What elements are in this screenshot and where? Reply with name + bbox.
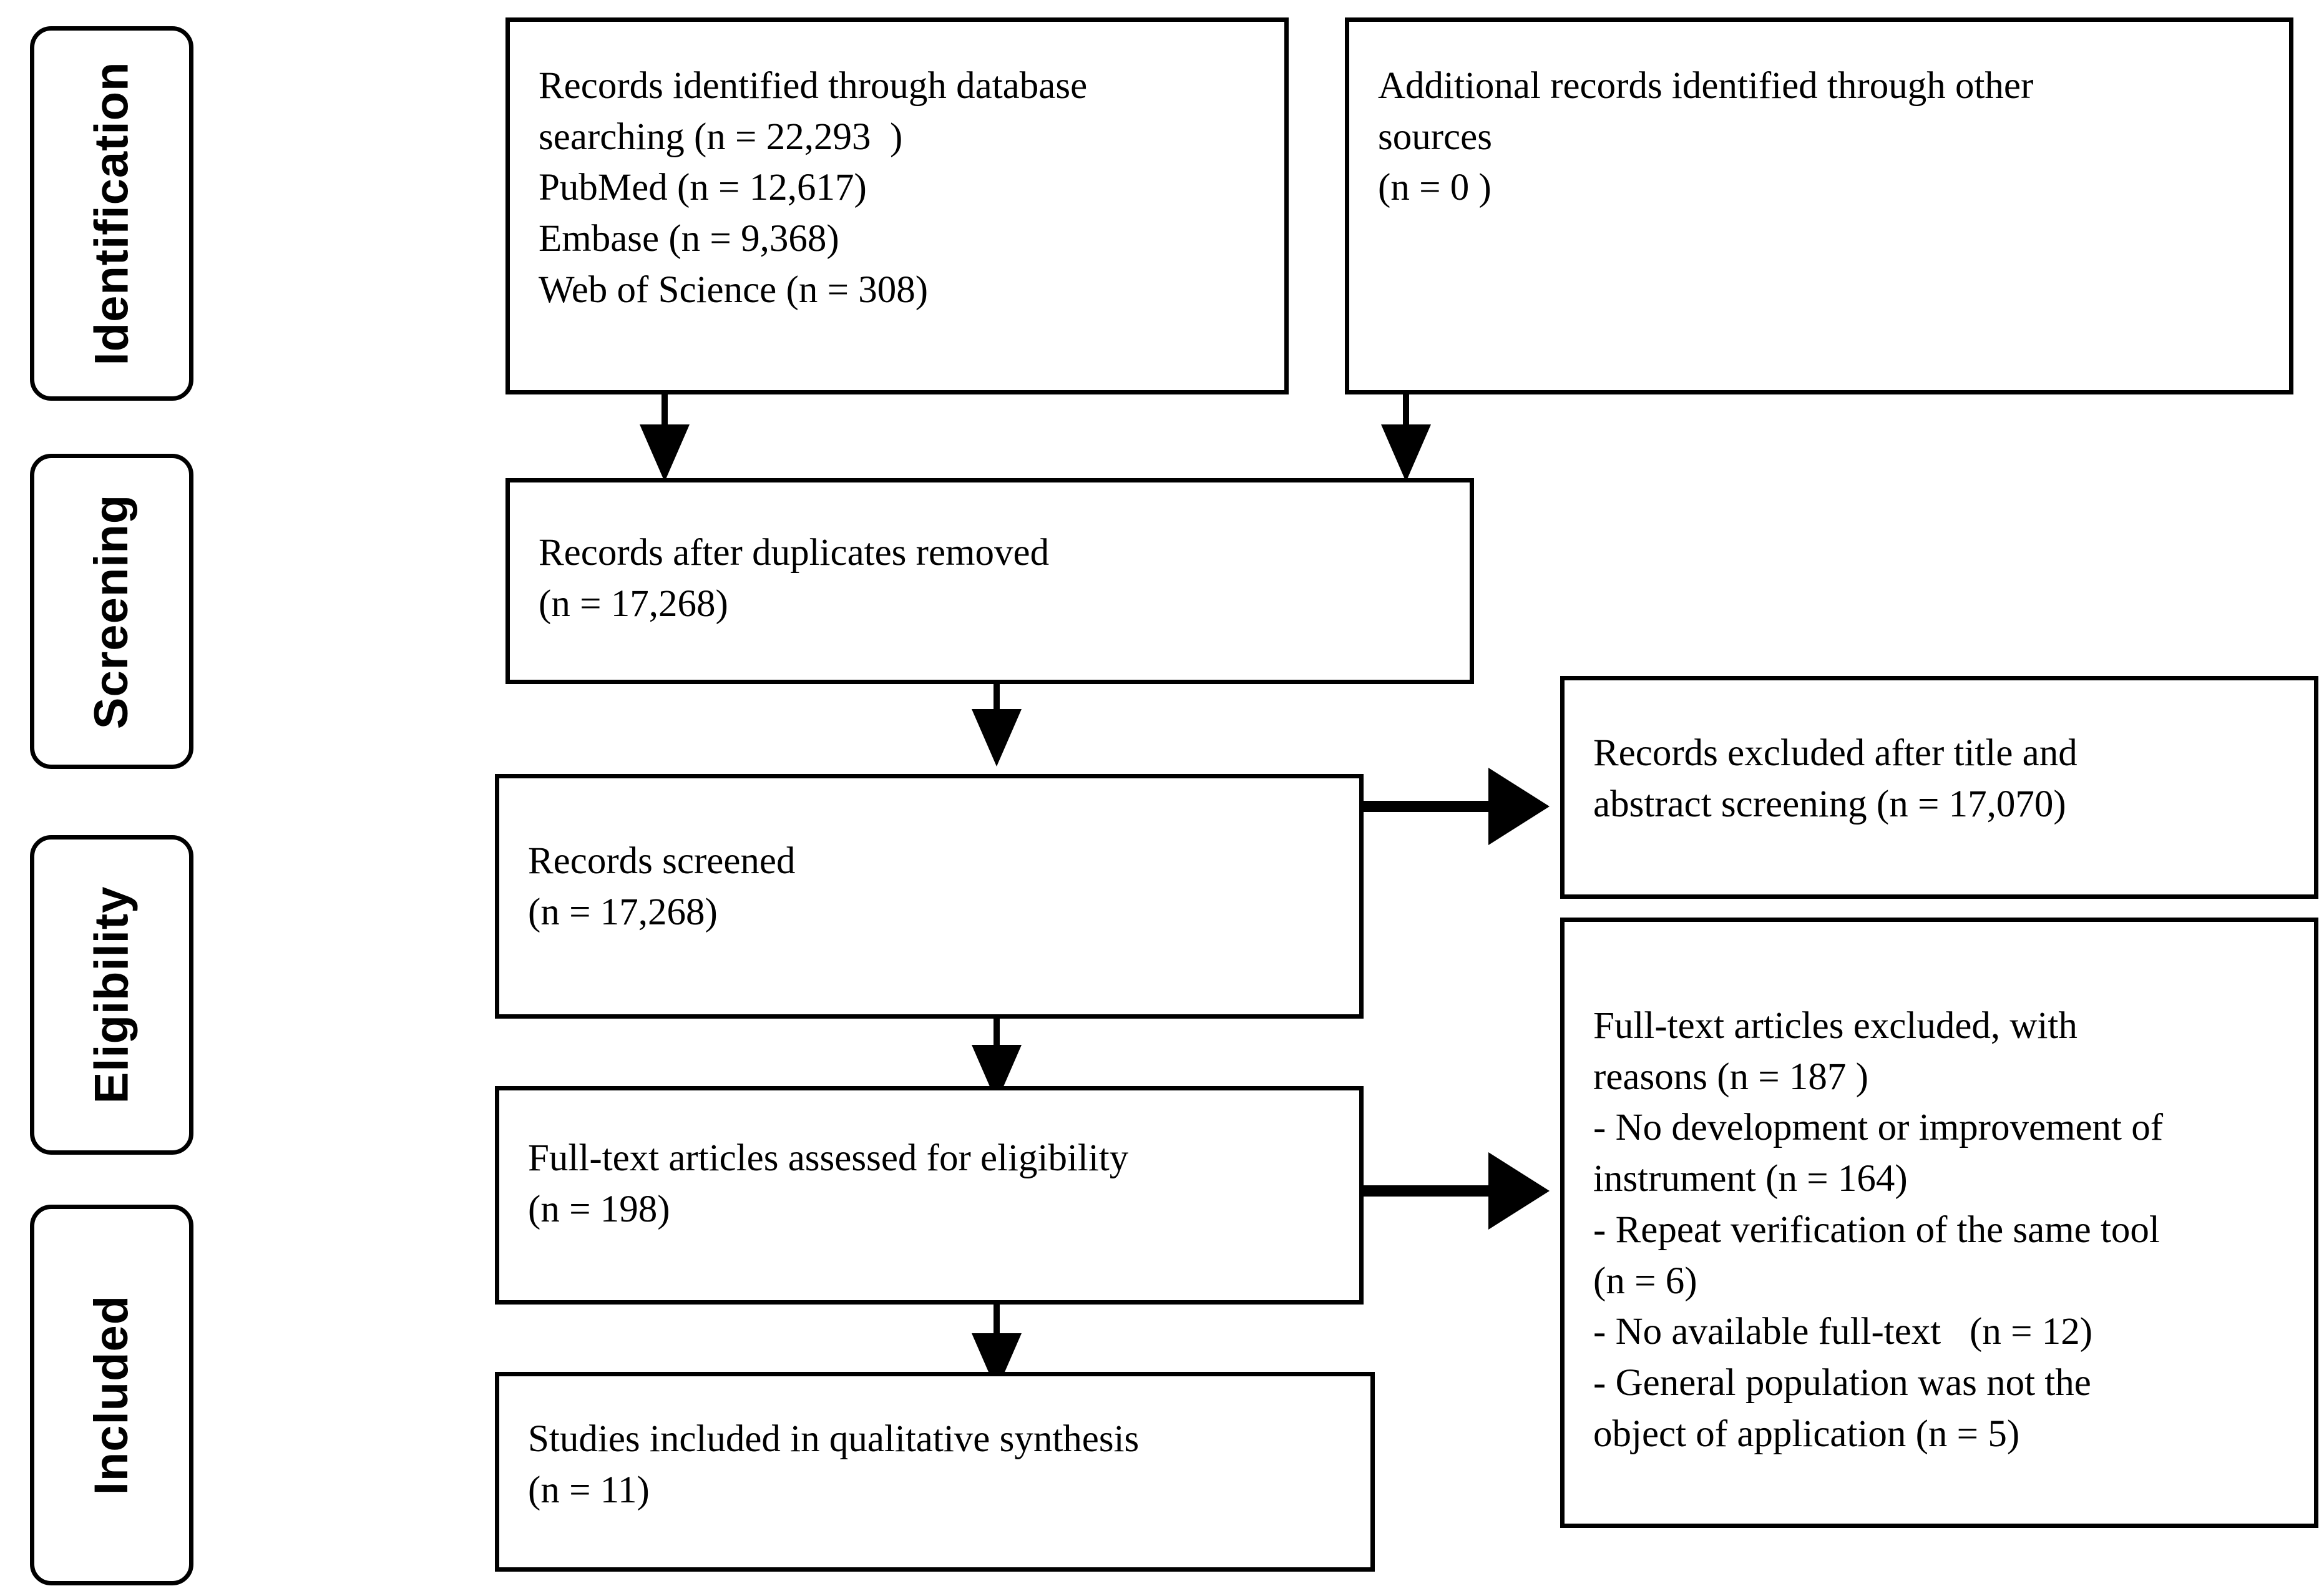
stage-label-eligibility: Eligibility bbox=[85, 886, 138, 1104]
text-line: (n = 198) bbox=[528, 1188, 670, 1230]
stage-box-identification: Identification bbox=[30, 26, 193, 401]
text-line: Records excluded after title and bbox=[1593, 732, 2077, 774]
text-line: - Repeat verification of the same tool bbox=[1593, 1208, 2160, 1251]
text-line: (n = 17,268) bbox=[539, 582, 728, 625]
text-line: Additional records identified through ot… bbox=[1378, 65, 2034, 107]
text-line: (n = 11) bbox=[528, 1469, 650, 1511]
box-records-excluded-title-abstract: Records excluded after title and abstrac… bbox=[1560, 676, 2318, 899]
text-line: searching (n = 22,293 ) bbox=[539, 115, 903, 158]
box-records-identified-database: Records identified through database sear… bbox=[505, 17, 1289, 394]
arrow-head bbox=[972, 709, 1022, 766]
arrow-stem bbox=[1364, 801, 1501, 812]
stage-label-included: Included bbox=[85, 1295, 138, 1496]
box-text-records-screened: Records screened (n = 17,268) bbox=[528, 836, 1343, 938]
box-fulltext-articles-excluded-with-reasons: Full-text articles excluded, with reason… bbox=[1560, 918, 2318, 1528]
text-line: Full-text articles assessed for eligibil… bbox=[528, 1137, 1129, 1179]
box-text-fulltext-articles-excluded-with-reasons: Full-text articles excluded, with reason… bbox=[1593, 1001, 2298, 1460]
box-additional-records-other-sources: Additional records identified through ot… bbox=[1345, 17, 2293, 394]
stage-box-included: Included bbox=[30, 1205, 193, 1585]
text-line: object of application (n = 5) bbox=[1593, 1412, 2020, 1455]
stage-label-screening: Screening bbox=[85, 494, 138, 729]
text-line: Embase (n = 9,368) bbox=[539, 218, 839, 260]
arrow-stem bbox=[662, 394, 668, 431]
box-records-after-duplicates-removed: Records after duplicates removed (n = 17… bbox=[505, 478, 1474, 684]
arrow-stem bbox=[1364, 1185, 1501, 1197]
arrow-head bbox=[640, 424, 690, 482]
text-line: - General population was not the bbox=[1593, 1362, 2091, 1404]
arrow-stem bbox=[1403, 394, 1409, 431]
text-line: Studies included in qualitative synthesi… bbox=[528, 1418, 1140, 1460]
stage-box-screening: Screening bbox=[30, 454, 193, 769]
text-line: Records identified through database bbox=[539, 65, 1088, 107]
box-text-fulltext-articles-assessed: Full-text articles assessed for eligibil… bbox=[528, 1133, 1343, 1235]
text-line: abstract screening (n = 17,070) bbox=[1593, 783, 2066, 825]
text-line: Full-text articles excluded, with bbox=[1593, 1005, 2077, 1047]
arrow-stem bbox=[994, 684, 1000, 714]
text-line: Records after duplicates removed bbox=[539, 532, 1050, 574]
text-line: PubMed (n = 12,617) bbox=[539, 167, 867, 209]
text-line: sources bbox=[1378, 115, 1492, 158]
arrow-head bbox=[1488, 768, 1550, 845]
box-text-records-excluded-title-abstract: Records excluded after title and abstrac… bbox=[1593, 728, 2298, 830]
box-text-records-after-duplicates-removed: Records after duplicates removed (n = 17… bbox=[539, 527, 1453, 629]
text-line: - No available full-text (n = 12) bbox=[1593, 1311, 2093, 1353]
text-line: (n = 0 ) bbox=[1378, 167, 1492, 209]
text-line: - No development or improvement of bbox=[1593, 1107, 2164, 1149]
text-line: Web of Science (n = 308) bbox=[539, 268, 929, 311]
text-line: instrument (n = 164) bbox=[1593, 1158, 1908, 1200]
box-text-additional-records-other-sources: Additional records identified through ot… bbox=[1378, 61, 2273, 213]
box-text-studies-included-qualitative-synthesis: Studies included in qualitative synthesi… bbox=[528, 1414, 1354, 1515]
arrow-stem bbox=[994, 1019, 1000, 1051]
text-line: Records screened bbox=[528, 840, 796, 882]
box-text-records-identified-database: Records identified through database sear… bbox=[539, 61, 1268, 316]
arrow-stem bbox=[994, 1305, 1000, 1339]
stage-label-identification: Identification bbox=[85, 61, 139, 366]
box-records-screened: Records screened (n = 17,268) bbox=[495, 774, 1364, 1019]
arrow-head bbox=[1488, 1152, 1550, 1230]
stage-box-eligibility: Eligibility bbox=[30, 835, 193, 1155]
text-line: reasons (n = 187 ) bbox=[1593, 1055, 1868, 1098]
box-studies-included-qualitative-synthesis: Studies included in qualitative synthesi… bbox=[495, 1372, 1375, 1572]
text-line: (n = 17,268) bbox=[528, 891, 718, 933]
text-line: (n = 6) bbox=[1593, 1260, 1697, 1302]
box-fulltext-articles-assessed: Full-text articles assessed for eligibil… bbox=[495, 1086, 1364, 1305]
arrow-head bbox=[1381, 424, 1431, 482]
